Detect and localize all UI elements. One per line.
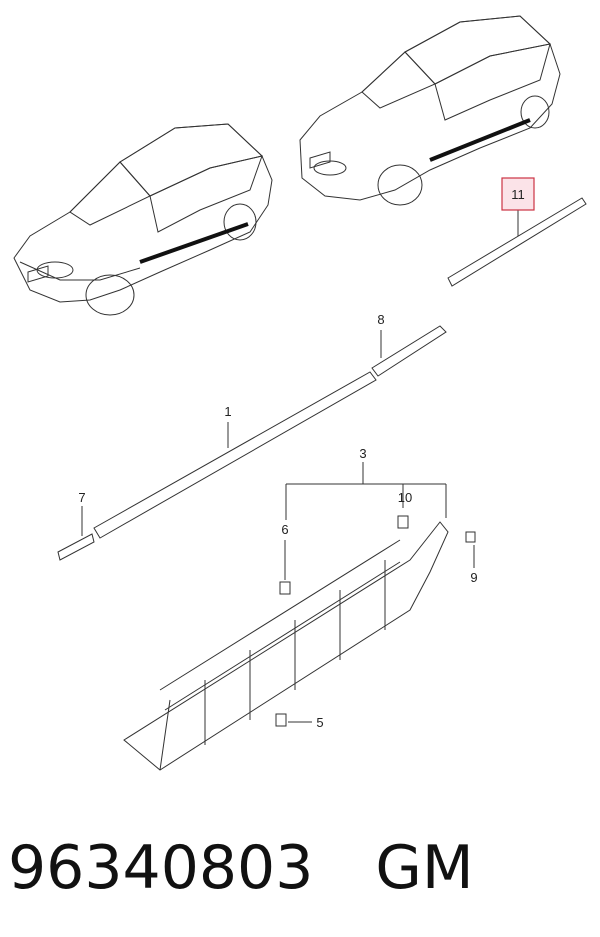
part-3-sill-panel: [123, 462, 449, 771]
callout-10: 10: [398, 490, 412, 505]
callout-3: 3: [359, 446, 366, 461]
car-illustration-right: [299, 15, 561, 206]
parts-diagram: 11 8 1 7 3 6: [13, 15, 587, 771]
callout-5: 5: [316, 715, 323, 730]
part-10-clip: [397, 515, 409, 529]
part-number: 96340803: [8, 833, 314, 903]
car-illustration-left: [13, 123, 273, 316]
callout-9: 9: [470, 570, 477, 585]
callout-11: 11: [511, 187, 525, 202]
part-8-moulding: [371, 325, 447, 377]
caption: 96340803 GM: [8, 818, 598, 918]
brand-name: GM: [375, 833, 474, 903]
callout-7: 7: [78, 490, 85, 505]
part-7-moulding: [57, 506, 95, 561]
part-9-screw: [465, 531, 476, 568]
part-1-moulding: [93, 371, 377, 539]
part-6-clip: [279, 540, 291, 595]
callout-11-highlight-box: [501, 177, 535, 211]
part-11-moulding: [447, 197, 587, 287]
callout-6: 6: [281, 522, 288, 537]
part-5-clip: [275, 713, 312, 727]
callout-1: 1: [224, 404, 231, 419]
callout-8: 8: [377, 312, 384, 327]
